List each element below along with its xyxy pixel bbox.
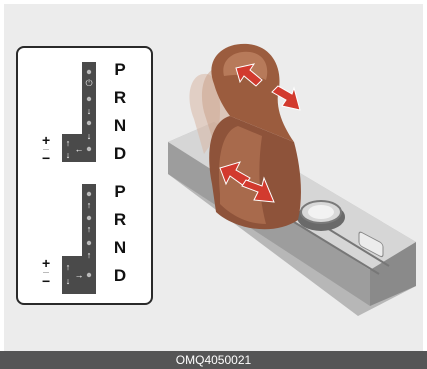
lower-arrow-up-3: ↑ (87, 250, 92, 260)
upper-minus-label: − (42, 152, 50, 164)
upper-slot-dot-n (87, 121, 91, 125)
upper-gate-n: N (110, 116, 130, 136)
lower-arrow-up-1: ↑ (87, 200, 92, 210)
lower-gate-p: P (110, 182, 130, 202)
upper-gate-r: R (110, 88, 130, 108)
figure-caption: OMQ4050021 (0, 351, 427, 369)
upper-slot-dot-p (87, 70, 91, 74)
gear-shift-illustration (154, 24, 423, 344)
lower-arrow-right: → (75, 270, 84, 280)
lower-manual-down: ↓ (66, 276, 71, 286)
upper-manual-up: ↑ (66, 138, 71, 148)
upper-arrow-left: ← (75, 144, 84, 154)
upper-lock-icon: ⏻ (85, 78, 92, 88)
lower-slot-dot-n (87, 241, 91, 245)
lower-gate-n: N (110, 238, 130, 258)
lower-slot-dot-r (87, 216, 91, 220)
lower-slot-dot-p (87, 192, 91, 196)
lower-arrow-up-2: ↑ (87, 224, 92, 234)
lower-minus-label: − (42, 275, 50, 287)
upper-arrow-down-2: ↓ (87, 131, 92, 141)
upper-gate-d: D (110, 144, 130, 164)
figure-frame: ⏻ ↓ ↓ ← ↑ ↓ ↑ ↑ ↑ → ↑ ↓ P R N D + − P (4, 4, 423, 351)
lower-gate-d: D (110, 266, 130, 286)
lower-manual-up: ↑ (66, 262, 71, 272)
lower-plus-label: + (42, 257, 50, 269)
upper-slot-dot-r (87, 97, 91, 101)
upper-slot-dot-d (87, 147, 91, 151)
upper-arrow-down-1: ↓ (87, 106, 92, 116)
drive-mode-dial-center (308, 205, 334, 219)
shift-pattern-panel: ⏻ ↓ ↓ ← ↑ ↓ ↑ ↑ ↑ → ↑ ↓ P R N D + − P (16, 46, 153, 305)
lower-slot-dot-d (87, 273, 91, 277)
shift-pattern-graphic: ⏻ ↓ ↓ ← ↑ ↓ ↑ ↑ ↑ → ↑ ↓ (18, 48, 155, 307)
upper-manual-down: ↓ (66, 150, 71, 160)
lower-gate-r: R (110, 210, 130, 230)
upper-gate-p: P (110, 60, 130, 80)
upper-plus-label: + (42, 134, 50, 146)
